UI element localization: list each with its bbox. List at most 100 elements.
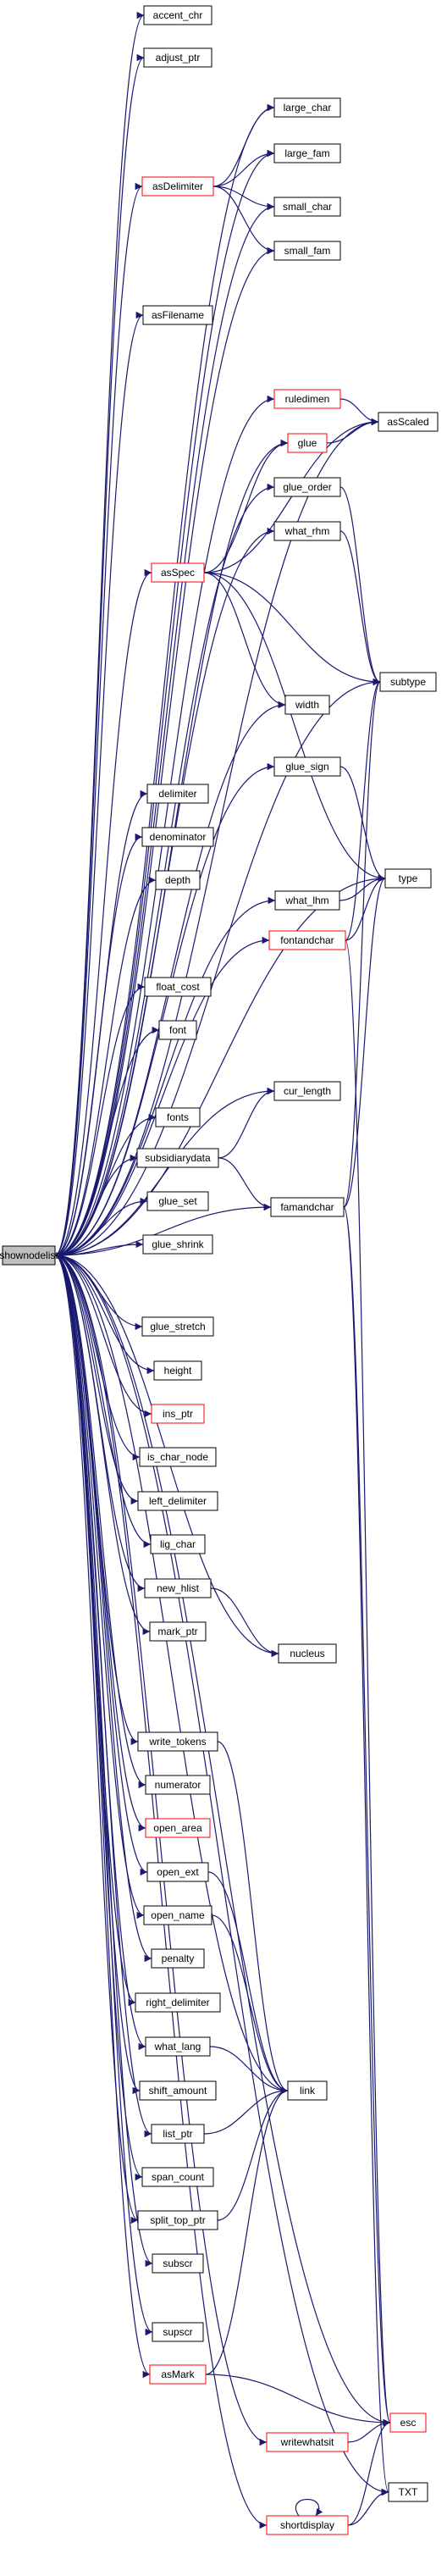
edge-asSpec-to-glue [203, 439, 289, 573]
node-list_ptr[interactable]: list_ptr [151, 2124, 205, 2144]
node-width[interactable]: width [284, 695, 330, 715]
node-label: height [164, 1365, 192, 1377]
node-large_fam[interactable]: large_fam [273, 143, 341, 163]
node-denominator[interactable]: denominator [141, 827, 214, 847]
node-what_lang[interactable]: what_lang [145, 2036, 211, 2057]
node-split_top_ptr[interactable]: split_top_ptr [137, 2210, 218, 2230]
node-box [139, 2080, 217, 2101]
edge-shownodelist-to-supscr [54, 1255, 153, 2335]
node-font[interactable]: font [158, 1020, 197, 1040]
node-is_char_node[interactable]: is_char_node [139, 1447, 217, 1467]
node-esc[interactable]: esc [389, 2413, 427, 2433]
node-box [379, 672, 437, 692]
edge-shownodelist-to-glue_shrink [54, 1240, 144, 1256]
node-left_delimiter[interactable]: left_delimiter [137, 1491, 218, 1511]
node-float_cost[interactable]: float_cost [144, 977, 212, 997]
node-depth[interactable]: depth [155, 870, 201, 890]
node-label: subscr [163, 2257, 192, 2269]
node-type[interactable]: type [384, 868, 432, 889]
node-small_char[interactable]: small_char [273, 197, 341, 217]
node-box [135, 1992, 221, 2013]
node-new_hlist[interactable]: new_hlist [144, 1578, 212, 1598]
node-nucleus[interactable]: nucleus [278, 1643, 337, 1664]
node-mark_ptr[interactable]: mark_ptr [149, 1621, 207, 1642]
node-label: shownodelist [0, 1249, 58, 1261]
edge-shownodelist-to-penalty [54, 1255, 152, 1963]
node-write_tokens[interactable]: write_tokens [137, 1731, 218, 1752]
node-asScaled[interactable]: asScaled [378, 412, 439, 432]
node-penalty[interactable]: penalty [151, 1948, 205, 1969]
node-label: fonts [167, 1111, 189, 1123]
node-subtype[interactable]: subtype [379, 672, 437, 692]
node-writewhatsit[interactable]: writewhatsit [266, 2432, 349, 2452]
node-box [142, 1234, 213, 1255]
node-label: write_tokens [148, 1736, 206, 1748]
node-large_char[interactable]: large_char [273, 97, 341, 118]
node-fonts[interactable]: fonts [155, 1107, 201, 1127]
node-numerator[interactable]: numerator [145, 1775, 211, 1795]
node-open_name[interactable]: open_name [143, 1905, 212, 1925]
node-box [151, 2124, 205, 2144]
node-asDelimiter[interactable]: asDelimiter [141, 176, 214, 197]
node-right_delimiter[interactable]: right_delimiter [135, 1992, 221, 2013]
node-label: shortdisplay [280, 2519, 334, 2531]
node-span_count[interactable]: span_count [141, 2167, 214, 2187]
node-label: width [295, 699, 319, 711]
node-lig_char[interactable]: lig_char [150, 1534, 206, 1554]
node-glue_set[interactable]: glue_set [146, 1191, 209, 1211]
node-glue_sign[interactable]: glue_sign [273, 756, 341, 777]
node-TXT[interactable]: TXT [388, 2482, 428, 2502]
node-label: left_delimiter [149, 1495, 207, 1507]
node-ins_ptr[interactable]: ins_ptr [151, 1404, 205, 1424]
node-glue_order[interactable]: glue_order [273, 477, 341, 497]
node-label: depth [165, 874, 190, 886]
edge-glue_sign-to-type [339, 766, 386, 883]
node-box [146, 1191, 209, 1211]
node-what_lhm[interactable]: what_lhm [274, 890, 340, 911]
node-label: split_top_ptr [150, 2214, 205, 2226]
node-box [270, 1197, 345, 1217]
node-shownodelist[interactable]: shownodelist [0, 1245, 58, 1266]
node-label: denominator [150, 831, 207, 843]
node-small_fam[interactable]: small_fam [273, 241, 341, 261]
edge-shownodelist-to-font [54, 1026, 160, 1256]
node-open_ext[interactable]: open_ext [146, 1862, 209, 1882]
node-box [273, 756, 341, 777]
node-box [155, 1107, 201, 1127]
node-supscr[interactable]: supscr [152, 2322, 204, 2342]
node-asFilename[interactable]: asFilename [142, 305, 213, 325]
node-label: link [300, 2085, 316, 2097]
node-box [155, 870, 201, 890]
node-adjust_ptr[interactable]: adjust_ptr [143, 47, 212, 68]
node-asMark[interactable]: asMark [149, 2364, 207, 2385]
edge-shownodelist-to-split_top_ptr [54, 1255, 139, 2224]
edge-shownodelist-to-asScaled [54, 418, 379, 1256]
node-link[interactable]: link [287, 2080, 328, 2101]
node-box [274, 890, 340, 911]
node-famandchar[interactable]: famandchar [270, 1197, 345, 1217]
node-glue_stretch[interactable]: glue_stretch [141, 1316, 214, 1337]
node-label: glue [298, 437, 317, 449]
node-subscr[interactable]: subscr [152, 2253, 204, 2274]
node-open_area[interactable]: open_area [145, 1818, 211, 1838]
node-what_rhm[interactable]: what_rhm [273, 521, 341, 541]
edge-ruledimen-to-asScaled [339, 398, 379, 426]
node-shift_amount[interactable]: shift_amount [139, 2080, 217, 2101]
edge-asMark-to-esc [205, 2374, 391, 2427]
node-shortdisplay[interactable]: shortdisplay [266, 2515, 349, 2535]
node-label: font [169, 1024, 187, 1036]
node-cur_length[interactable]: cur_length [273, 1081, 341, 1101]
node-glue[interactable]: glue [287, 433, 328, 453]
node-ruledimen[interactable]: ruledimen [273, 389, 341, 409]
node-subsidiarydata[interactable]: subsidiarydata [136, 1148, 219, 1168]
node-glue_shrink[interactable]: glue_shrink [142, 1234, 213, 1255]
node-box [143, 1905, 212, 1925]
node-accent_chr[interactable]: accent_chr [143, 5, 212, 25]
edge-shownodelist-to-float_cost [54, 983, 146, 1256]
node-delimiter[interactable]: delimiter [146, 784, 209, 804]
node-height[interactable]: height [153, 1360, 202, 1381]
edge-what_rhm-to-subtype [339, 530, 381, 686]
edge-shownodelist-to-small_char [54, 202, 275, 1256]
node-fontandchar[interactable]: fontandchar [268, 930, 346, 950]
node-asSpec[interactable]: asSpec [151, 562, 205, 583]
